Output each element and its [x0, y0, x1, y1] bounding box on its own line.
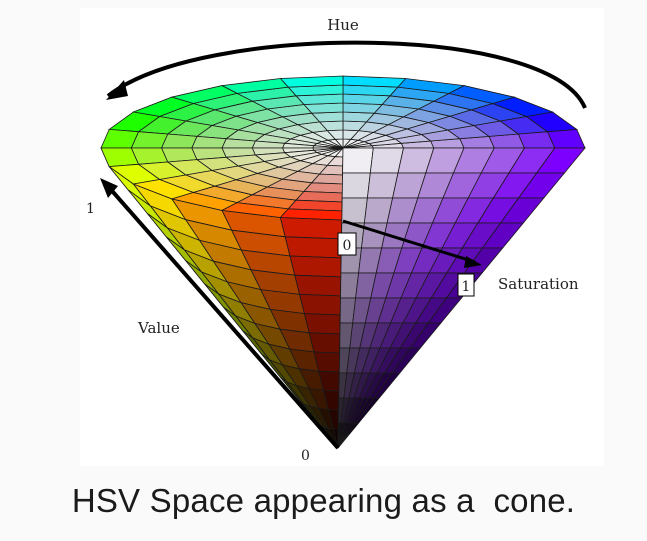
cone-side-cell [289, 255, 343, 278]
saturation-arrow [342, 219, 476, 264]
saturation-start-box [337, 232, 357, 256]
cone-side-cell [279, 217, 344, 240]
cone-cutaway-wall [337, 147, 586, 449]
value-top-tick: 1 [86, 201, 95, 217]
hue-arrow [106, 40, 587, 109]
cutaway-right-cell [341, 197, 368, 224]
cone-top-cell [342, 75, 407, 88]
value-arrowhead [100, 178, 118, 198]
saturation-end-box [457, 273, 475, 297]
cone-side-wedges [100, 147, 344, 449]
hue-label: Hue [327, 16, 359, 34]
cone-top-cell [279, 75, 344, 88]
value-bottom-tick: 0 [301, 448, 310, 464]
cone-top-cell [546, 128, 586, 149]
saturation-arrowhead [464, 256, 482, 268]
figure-panel: Hue Value Saturation 1 0 0 1 [80, 8, 604, 466]
hsv-cone-diagram: Hue Value Saturation 1 0 0 1 [86, 16, 587, 464]
cone-side-cell [303, 313, 342, 335]
cutaway-right-cell [337, 422, 360, 449]
hue-arrowhead [106, 80, 128, 100]
cone-top-cell [100, 147, 140, 168]
cutaway-right-cell [342, 147, 374, 174]
cone-top-cell [100, 128, 140, 149]
cone-side-cell [294, 274, 343, 297]
cone-side-cell [313, 351, 341, 373]
saturation-start-tick: 0 [343, 238, 352, 254]
cone-side-cell [284, 236, 344, 259]
cutaway-right-cell [341, 172, 371, 199]
value-label: Value [137, 319, 180, 337]
value-arrow [104, 182, 340, 450]
caption: HSV Space appearing as a cone. [71, 482, 576, 519]
cone-side-cell [308, 332, 341, 354]
saturation-end-tick: 1 [462, 279, 471, 295]
cone-top-disk [100, 75, 586, 221]
saturation-label: Saturation [498, 275, 579, 293]
cone-top-cell [191, 135, 227, 149]
cone-side-cell [299, 293, 342, 316]
